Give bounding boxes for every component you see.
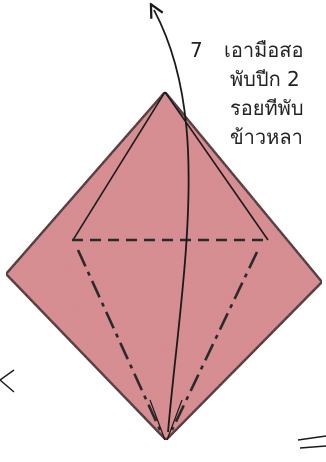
partial-arrow-right-icon — [298, 436, 326, 448]
step-line-2: พับปีก 2 — [190, 65, 326, 94]
step-line-4: ข้าวหลา — [190, 123, 326, 152]
partial-arrow-left-icon — [0, 370, 14, 392]
step-line-3: รอยทีพับ — [190, 94, 326, 123]
step-number: 7 — [190, 36, 224, 65]
